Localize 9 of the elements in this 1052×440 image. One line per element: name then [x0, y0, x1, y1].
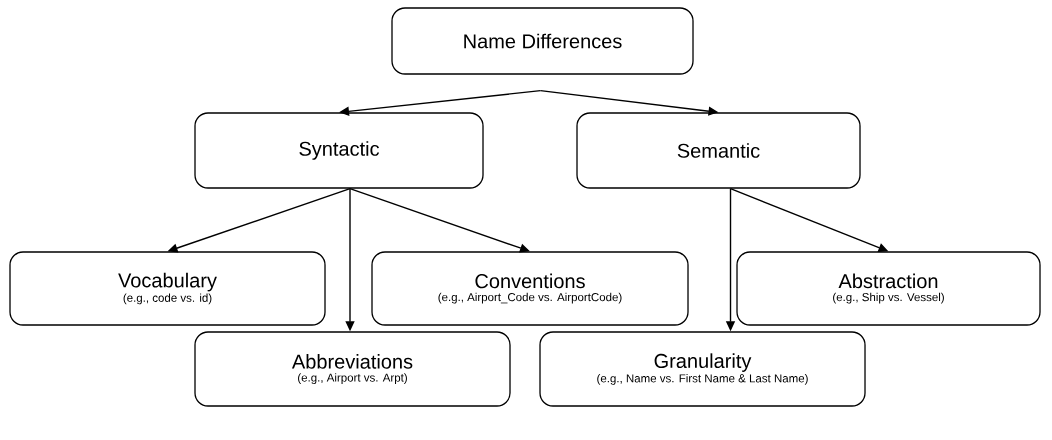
category-box: Semantic	[576, 112, 861, 189]
category-box: Vocabulary (e.g., code vs. id)	[9, 251, 326, 326]
category-box: Conventions (e.g., Airport_Code vs. AirportCode)	[371, 251, 689, 326]
category-box: Abbreviations (e.g., Airport vs. Arpt)	[194, 331, 511, 407]
arrow	[349, 187, 530, 253]
category-box: Name Differences	[391, 7, 694, 75]
category-box: Granularity (e.g., Name vs. First Name & Last Name)	[539, 331, 866, 407]
category-box: Abstraction (e.g., Ship vs. Vessel)	[736, 251, 1041, 326]
category-box: Syntactic	[194, 112, 484, 189]
